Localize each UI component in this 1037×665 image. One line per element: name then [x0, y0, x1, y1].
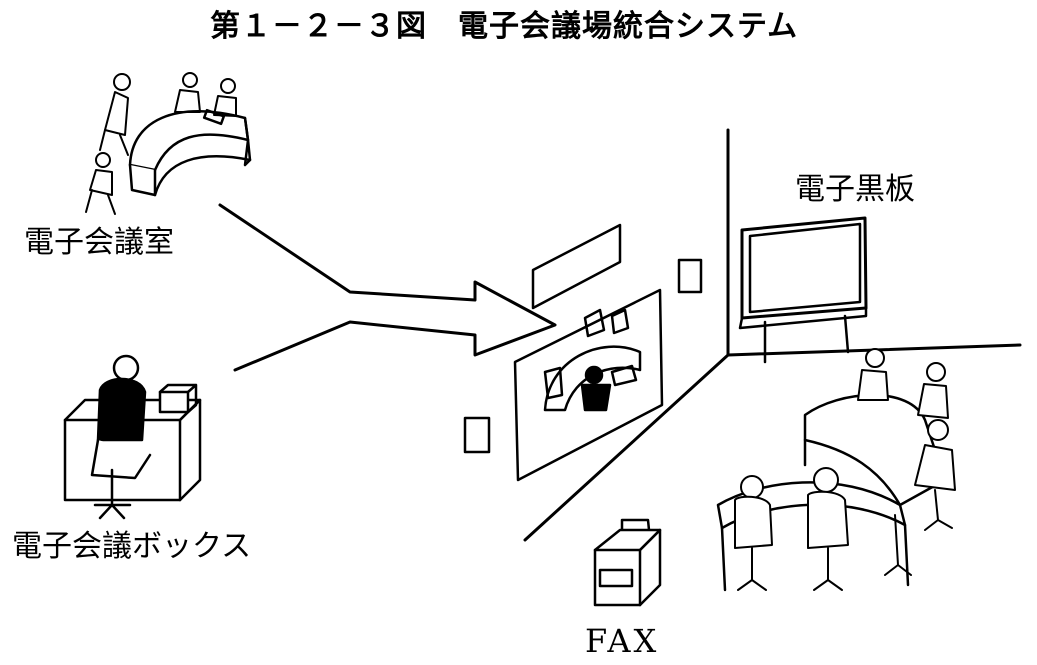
meeting-table-illustration: [718, 349, 955, 590]
transmission-arrow: [220, 205, 555, 370]
person: [214, 79, 236, 116]
label-electronic-blackboard: 電子黒板: [795, 172, 915, 207]
wall-display: [465, 225, 701, 480]
fax-machine-illustration: [595, 520, 660, 605]
label-fax: FAX: [585, 622, 660, 660]
conference-room-illustration: [86, 73, 250, 214]
label-conference-room: 電子会議室: [24, 225, 174, 260]
diagram-title: 第１－２－３図 電子会議場統合システム: [210, 9, 799, 44]
label-conference-booth: 電子会議ボックス: [12, 529, 252, 564]
person: [100, 74, 130, 155]
person: [86, 153, 115, 214]
person: [175, 73, 200, 112]
electronic-blackboard-illustration: [740, 218, 866, 362]
conference-booth-illustration: [65, 356, 200, 518]
